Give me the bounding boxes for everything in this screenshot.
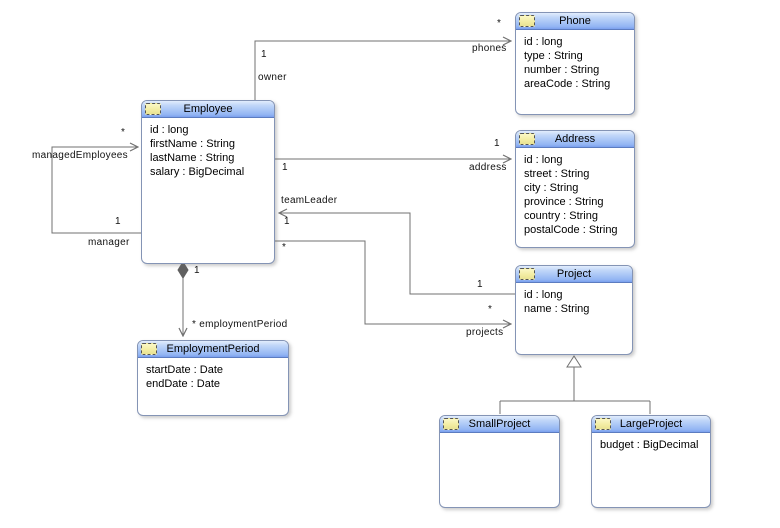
attribute: lastName : String (150, 152, 235, 164)
class-icon (519, 133, 535, 145)
attribute: postalCode : String (524, 224, 618, 236)
attribute: budget : BigDecimal (600, 439, 699, 451)
label-address-src-multiplicity: 1 (282, 162, 288, 173)
label-phones-multiplicity: * (497, 18, 502, 29)
composition-diamond-icon (177, 261, 189, 279)
class-icon (595, 418, 611, 430)
class-smallproject-header: SmallProject (440, 416, 559, 433)
class-employee-header: Employee (142, 101, 274, 118)
class-icon (519, 15, 535, 27)
class-employmentperiod-header: EmploymentPeriod (138, 341, 288, 358)
class-project-header: Project (516, 266, 632, 283)
class-phone-header: Phone (516, 13, 634, 30)
class-address-attributes: id : long street : String city : String … (516, 148, 634, 237)
label-managedemployees-role: managedEmployees (32, 150, 128, 161)
class-employee[interactable]: Employee id : long firstName : String la… (141, 100, 275, 264)
label-manager-multiplicity: 1 (115, 216, 121, 227)
attribute: id : long (524, 289, 563, 301)
attribute: city : String (524, 182, 579, 194)
label-projects-src-mult: * (282, 242, 287, 253)
class-smallproject-attributes (440, 433, 559, 438)
attribute: startDate : Date (146, 364, 224, 376)
inheritance-triangle-icon (566, 355, 582, 368)
attribute: endDate : Date (146, 378, 220, 390)
attribute: country : String (524, 210, 598, 222)
class-phone-attributes: id : long type : String number : String … (516, 30, 634, 91)
label-employmentperiod-mult: 1 (194, 265, 200, 276)
class-title: Address (554, 133, 596, 145)
class-title: EmploymentPeriod (166, 343, 260, 355)
label-address-role: address (469, 162, 507, 173)
class-title: Project (556, 268, 592, 280)
label-teamleader-role: teamLeader (281, 195, 338, 206)
attribute: type : String (524, 50, 583, 62)
class-project[interactable]: Project id : long name : String (515, 265, 633, 355)
inheritance-lines[interactable] (499, 367, 651, 414)
label-phones-role: phones (472, 43, 507, 54)
class-employmentperiod-attributes: startDate : Date endDate : Date (138, 358, 288, 391)
label-projects-tgt-mult: * (488, 304, 493, 315)
class-title: SmallProject (468, 418, 531, 430)
attribute: number : String (524, 64, 600, 76)
class-title: LargeProject (619, 418, 683, 430)
class-address[interactable]: Address id : long street : String city :… (515, 130, 635, 248)
class-address-header: Address (516, 131, 634, 148)
class-smallproject[interactable]: SmallProject (439, 415, 560, 508)
label-managedemployees-mult: * (121, 127, 126, 138)
class-icon (443, 418, 459, 430)
label-employmentperiod-role: * employmentPeriod (192, 319, 288, 330)
class-title: Employee (183, 103, 233, 115)
label-owner-multiplicity: 1 (261, 49, 267, 60)
association-owner-phones[interactable] (254, 41, 511, 100)
label-manager-role: manager (88, 237, 130, 248)
attribute: name : String (524, 303, 590, 315)
class-largeproject-header: LargeProject (592, 416, 710, 433)
attribute: province : String (524, 196, 604, 208)
attribute: id : long (524, 154, 563, 166)
label-projects-role: projects (466, 327, 504, 338)
class-largeproject[interactable]: LargeProject budget : BigDecimal (591, 415, 711, 508)
label-address-tgt-multiplicity: 1 (494, 138, 500, 149)
attribute: street : String (524, 168, 590, 180)
class-icon (141, 343, 157, 355)
attribute: salary : BigDecimal (150, 166, 245, 178)
attribute: id : long (150, 124, 189, 136)
class-title: Phone (559, 15, 591, 27)
attribute: id : long (524, 36, 563, 48)
class-icon (519, 268, 535, 280)
label-teamleader-far-mult: 1 (477, 279, 483, 290)
association-teamleader[interactable] (279, 213, 515, 295)
attribute: firstName : String (150, 138, 235, 150)
class-employmentperiod[interactable]: EmploymentPeriod startDate : Date endDat… (137, 340, 289, 416)
class-project-attributes: id : long name : String (516, 283, 632, 316)
label-owner-role: owner (258, 72, 287, 83)
association-projects[interactable] (275, 240, 511, 324)
class-phone[interactable]: Phone id : long type : String number : S… (515, 12, 635, 115)
class-icon (145, 103, 161, 115)
class-largeproject-attributes: budget : BigDecimal (592, 433, 710, 452)
attribute: areaCode : String (524, 78, 611, 90)
association-manager-managedemployees[interactable] (51, 147, 141, 234)
label-teamleader-near-mult: 1 (284, 216, 290, 227)
class-employee-attributes: id : long firstName : String lastName : … (142, 118, 274, 179)
